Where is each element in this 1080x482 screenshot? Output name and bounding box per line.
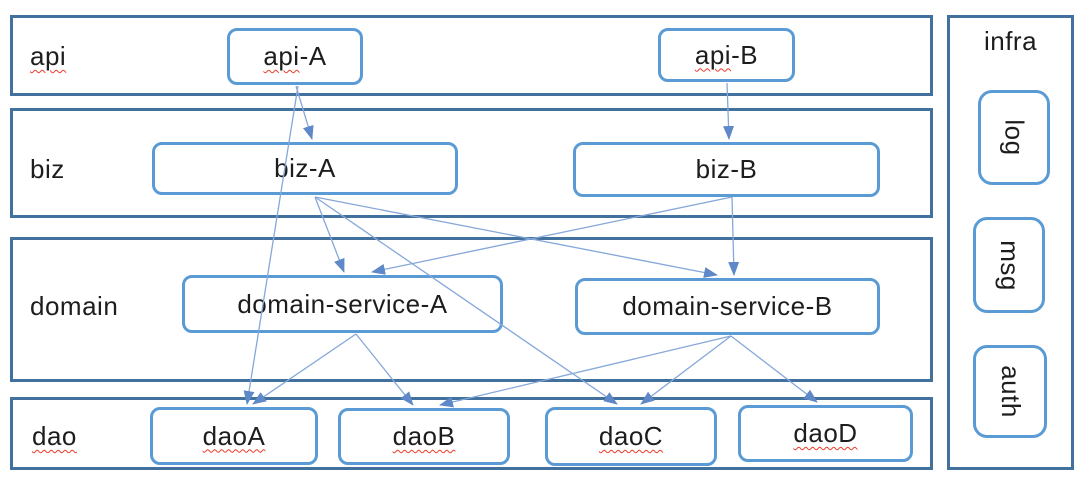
node-domain-service-A-label: domain-service-A	[237, 288, 448, 319]
layer-label-biz: biz	[30, 154, 65, 184]
node-biz-A-label: biz-A	[274, 153, 336, 183]
layer-label-api-text: api	[30, 41, 67, 71]
node-daoD: daoD	[738, 405, 913, 462]
infra-panel-label: infra	[983, 26, 1038, 56]
node-api-A-misspelled-part: api	[263, 41, 300, 71]
node-biz-B-label: biz-B	[695, 154, 758, 184]
infra-node-msg: msg	[973, 217, 1045, 313]
infra-node-log: log	[978, 90, 1050, 185]
node-api-B-misspelled-part: api	[694, 39, 732, 70]
node-daoA-misspelled-part: daoA	[202, 420, 266, 451]
node-daoA: daoA	[150, 407, 318, 465]
node-daoD-misspelled-part: daoD	[793, 418, 858, 448]
node-domain-service-B: domain-service-B	[575, 278, 880, 335]
node-api-A-rest: -A	[299, 41, 327, 71]
infra-node-log-label: log	[999, 119, 1030, 156]
node-daoC: daoC	[545, 407, 717, 466]
layer-label-domain: domain	[30, 291, 118, 321]
infra-node-msg-label: msg	[994, 239, 1025, 291]
node-daoB: daoB	[338, 408, 510, 465]
layer-label-domain-text: domain	[30, 291, 119, 321]
layer-label-biz-text: biz	[30, 154, 65, 184]
node-api-A: api-A	[227, 28, 363, 85]
layer-label-dao-text: dao	[32, 421, 77, 451]
node-api-B-rest: -B	[731, 39, 759, 70]
node-biz-B: biz-B	[573, 142, 880, 197]
infra-node-auth-label: auth	[995, 365, 1026, 418]
node-api-B: api-B	[658, 28, 795, 82]
infra-node-auth: auth	[973, 345, 1047, 438]
node-domain-service-A: domain-service-A	[182, 275, 503, 333]
layer-label-dao: dao	[32, 421, 77, 451]
node-domain-service-B-label: domain-service-B	[622, 291, 833, 321]
layer-label-api: api	[30, 41, 66, 71]
node-daoB-misspelled-part: daoB	[392, 421, 456, 451]
node-biz-A: biz-A	[152, 142, 458, 195]
node-daoC-misspelled-part: daoC	[598, 421, 664, 451]
